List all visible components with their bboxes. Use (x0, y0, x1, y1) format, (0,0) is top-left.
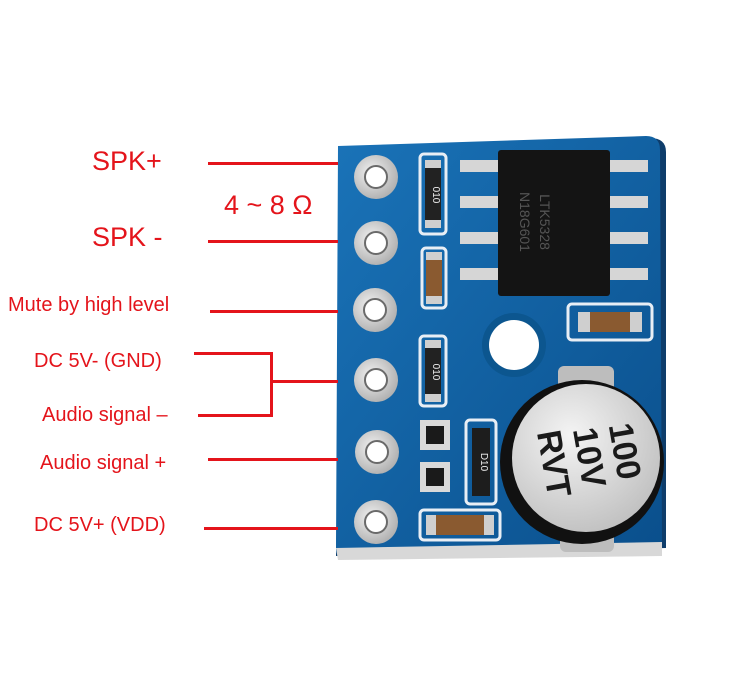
vdd-line (204, 527, 338, 530)
diode-marking: D10 (478, 453, 489, 472)
dc-vdd-label: DC 5V+ (VDD) (34, 514, 166, 536)
smd-components: 010 010 D10 (418, 152, 654, 542)
pin-gnd (354, 358, 398, 402)
gnd-line (194, 352, 272, 355)
pin-header (353, 155, 399, 544)
dc-gnd-label: DC 5V- (GND) (34, 350, 162, 372)
pin-vdd (354, 500, 398, 544)
pin-spk-plus (354, 155, 398, 199)
spk-plus-label: SPK+ (92, 146, 162, 176)
mute-line (210, 310, 338, 313)
resistor-r1-marking: 010 (430, 187, 441, 204)
audio-minus-label: Audio signal – (42, 404, 168, 426)
amplifier-ic: LTK5328 N18G601 (460, 150, 648, 296)
ic-marking-line1: LTK5328 (537, 194, 553, 250)
pin-spk-minus (354, 221, 398, 265)
mute-label: Mute by high level (8, 294, 170, 316)
bracket-vertical (270, 352, 273, 417)
audio-plus-line (208, 458, 338, 461)
spk-plus-line (208, 162, 338, 165)
spk-minus-line (208, 240, 338, 243)
bracket-to-pin-line (272, 380, 338, 383)
audio-minus-line (198, 414, 272, 417)
electrolytic-capacitor: 100 10V RVT (500, 366, 664, 552)
spk-minus-label: SPK - (92, 222, 163, 252)
audio-plus-label: Audio signal + (40, 452, 167, 474)
pin-audio (355, 430, 399, 474)
pin-mute (353, 288, 397, 332)
ic-marking-line2: N18G601 (517, 192, 533, 252)
impedance-label: 4 ~ 8 Ω (224, 190, 313, 220)
mounting-hole (489, 320, 539, 370)
resistor-r2-marking: 010 (430, 364, 441, 381)
